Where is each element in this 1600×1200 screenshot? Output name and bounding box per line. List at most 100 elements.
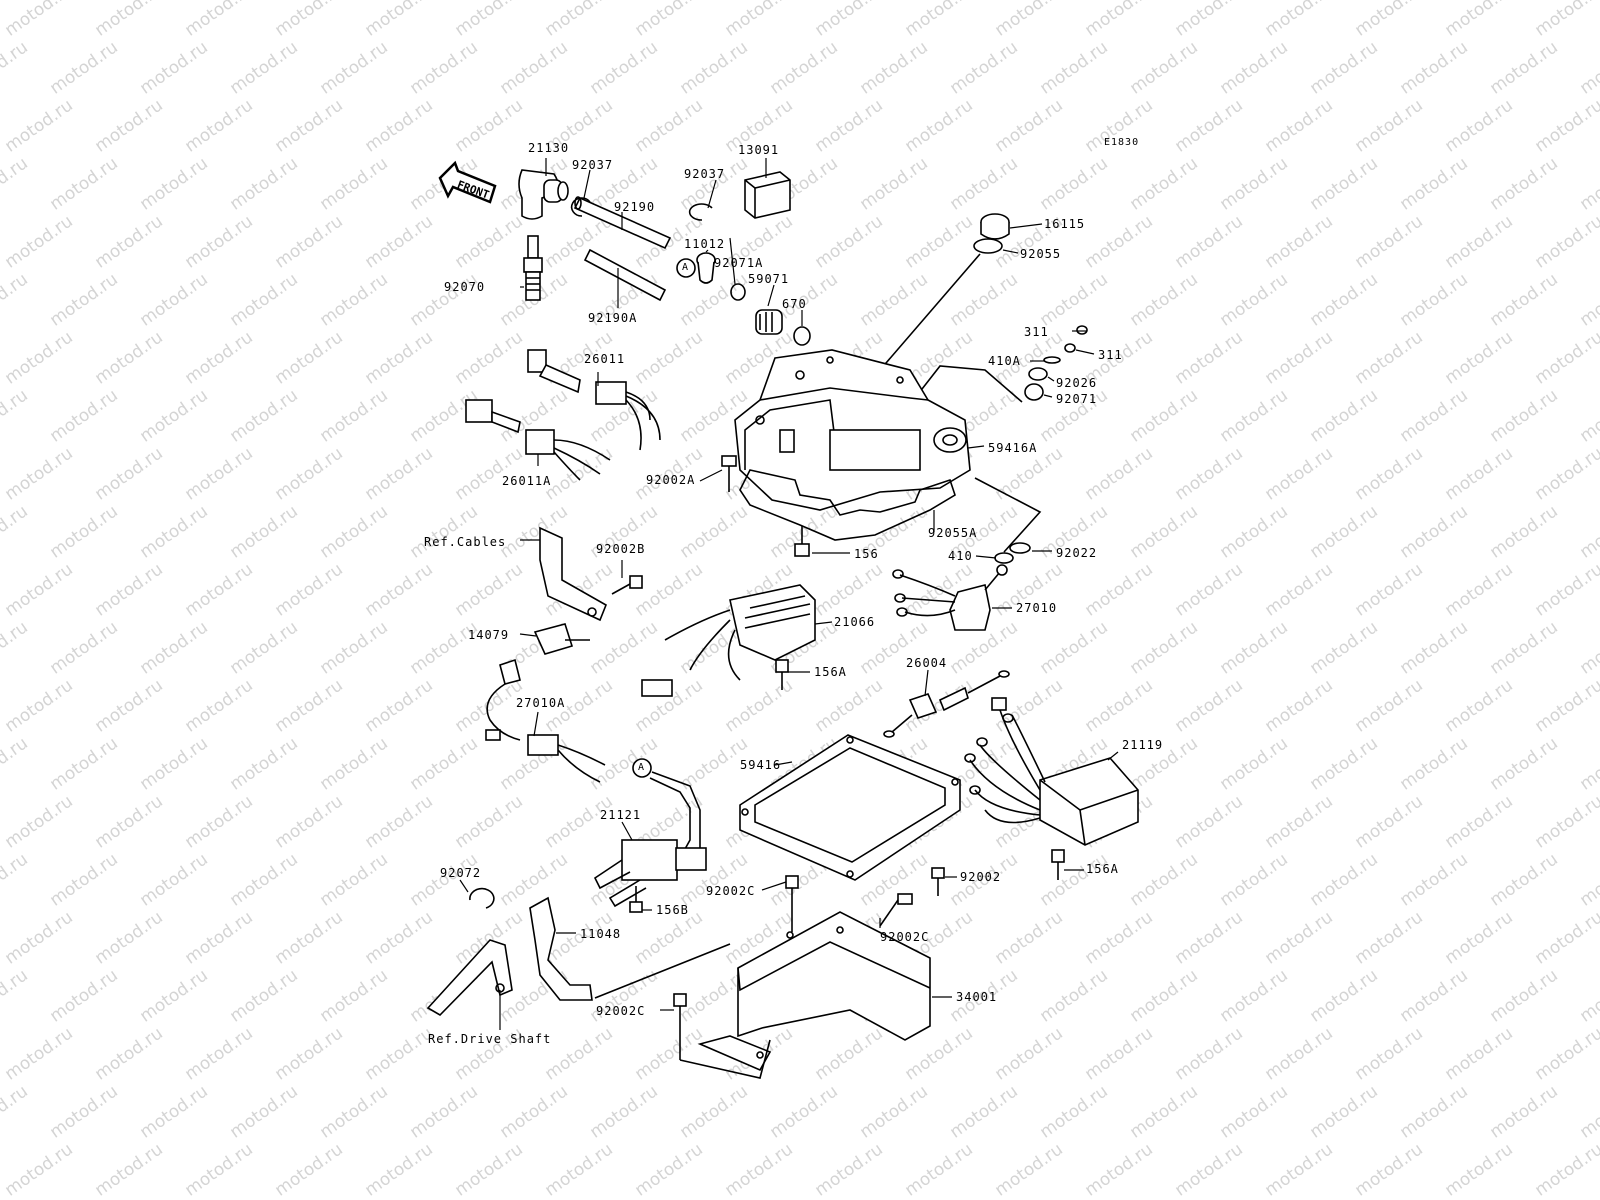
part-label-156: 156 xyxy=(854,547,879,561)
part-label-670: 670 xyxy=(782,297,807,311)
reference-marker-a-lower xyxy=(632,758,652,778)
cdi-unit-21119 xyxy=(964,697,1139,846)
plug-cap-21130 xyxy=(518,169,569,220)
o-ring-92022 xyxy=(1009,542,1031,554)
washer-92026 xyxy=(1028,367,1048,381)
part-label-26004: 26004 xyxy=(906,656,948,670)
sensor-26011A xyxy=(465,399,611,481)
gasket-92055A xyxy=(739,469,956,541)
leader-92055 xyxy=(879,253,981,371)
part-label-92072: 92072 xyxy=(440,866,482,880)
nut-311-upper xyxy=(1076,325,1088,335)
part-label-21119: 21119 xyxy=(1122,738,1164,752)
cap-11012 xyxy=(696,252,716,284)
part-label-156B: 156B xyxy=(656,903,689,917)
part-26004 xyxy=(883,670,1010,738)
part-label-26011: 26011 xyxy=(584,352,626,366)
part-label-92022: 92022 xyxy=(1056,546,1098,560)
part-label-410: 410 xyxy=(948,549,973,563)
part-label-156A-cdi: 156A xyxy=(1086,862,1119,876)
part-label-59416A: 59416A xyxy=(988,441,1038,455)
part-label-26011A: 26011A xyxy=(502,474,552,488)
bolt-92002C-upper xyxy=(785,875,799,932)
part-label-92002B: 92002B xyxy=(596,542,646,556)
grommet-92071 xyxy=(1024,383,1044,401)
leader-92002C-lower xyxy=(679,1039,771,1079)
tube-92190A xyxy=(583,248,667,302)
part-label-92002: 92002 xyxy=(960,870,1002,884)
part-label-11048: 11048 xyxy=(580,927,622,941)
part-label-34001: 34001 xyxy=(956,990,998,1004)
bolt-92002C-right xyxy=(879,893,913,927)
ref-cables-label: Ref.Cables xyxy=(424,535,507,549)
o-ring-92055 xyxy=(973,238,1003,254)
clip-92037-left xyxy=(570,197,591,217)
part-label-92070: 92070 xyxy=(444,280,486,294)
leader-lines xyxy=(459,158,1119,1030)
ignition-coil-21121 xyxy=(593,771,707,908)
bracket-ref-drive-shaft xyxy=(426,939,513,1017)
bracket-34001 xyxy=(697,911,931,1072)
bolt-156B xyxy=(629,886,643,913)
bolt-92002-case xyxy=(931,867,945,896)
part-label-92190: 92190 xyxy=(614,200,656,214)
bolt-92002A xyxy=(721,455,737,492)
bolt-156A-regulator xyxy=(775,659,789,690)
leader-92071 xyxy=(914,365,1023,403)
part-14079 xyxy=(533,623,590,655)
part-label-92037-left: 92037 xyxy=(572,158,614,172)
part-label-92026: 92026 xyxy=(1056,376,1098,390)
marker-a-upper-label: A xyxy=(682,262,690,273)
o-ring-670 xyxy=(793,326,811,346)
grommet-92071A xyxy=(730,283,746,301)
clip-92072 xyxy=(469,887,495,909)
part-label-59416: 59416 xyxy=(740,758,782,772)
bracket-11048 xyxy=(529,896,593,1001)
leader-92022 xyxy=(974,477,1042,553)
part-label-92037-right: 92037 xyxy=(684,167,726,181)
part-label-92071: 92071 xyxy=(1056,392,1098,406)
fitting-59071 xyxy=(755,309,783,335)
sensor-27010A xyxy=(485,658,606,783)
nut-311-lower xyxy=(1064,343,1076,353)
marker-a-lower-label: A xyxy=(638,762,646,773)
part-label-92055: 92055 xyxy=(1020,247,1062,261)
washer-410A xyxy=(1043,356,1061,364)
part-label-92002C-right: 92002C xyxy=(880,930,930,944)
part-label-11012: 11012 xyxy=(684,237,726,251)
electric-case-59416A xyxy=(734,349,971,511)
part-label-21066: 21066 xyxy=(834,615,876,629)
part-label-59071: 59071 xyxy=(748,272,790,286)
clip-92037-right xyxy=(688,203,713,221)
sensor-26011 xyxy=(527,349,661,451)
leader-11048 xyxy=(594,943,731,999)
washer-410 xyxy=(994,552,1014,564)
part-label-21121: 21121 xyxy=(600,808,642,822)
part-label-92055A: 92055A xyxy=(928,526,978,540)
diagram-code: E1830 xyxy=(1104,137,1140,148)
part-label-156A-regulator: 156A xyxy=(814,665,847,679)
part-label-16115: 16115 xyxy=(1044,217,1086,231)
part-label-27010A: 27010A xyxy=(516,696,566,710)
regulator-21066 xyxy=(641,584,816,697)
reference-marker-a-upper xyxy=(676,258,696,278)
part-label-13091: 13091 xyxy=(738,143,780,157)
bracket-ref-cables xyxy=(539,526,608,622)
part-label-311-upper: 311 xyxy=(1024,325,1049,339)
part-label-92002C-lower: 92002C xyxy=(596,1004,646,1018)
bolt-156 xyxy=(794,526,810,557)
part-label-92071A: 92071A xyxy=(714,256,764,270)
front-arrow-icon: FRONT xyxy=(438,160,497,204)
part-label-14079: 14079 xyxy=(468,628,510,642)
holder-13091 xyxy=(744,171,791,219)
cap-16115 xyxy=(980,213,1010,240)
part-label-311-lower: 311 xyxy=(1098,348,1123,362)
bolt-92002C-lower xyxy=(673,993,687,1060)
bolt-156A-cdi xyxy=(1051,849,1065,880)
ref-drive-shaft-label: Ref.Drive Shaft xyxy=(428,1032,552,1046)
part-label-410A: 410A xyxy=(988,354,1021,368)
case-bottom-59416 xyxy=(739,734,961,881)
part-label-92002A: 92002A xyxy=(646,473,696,487)
